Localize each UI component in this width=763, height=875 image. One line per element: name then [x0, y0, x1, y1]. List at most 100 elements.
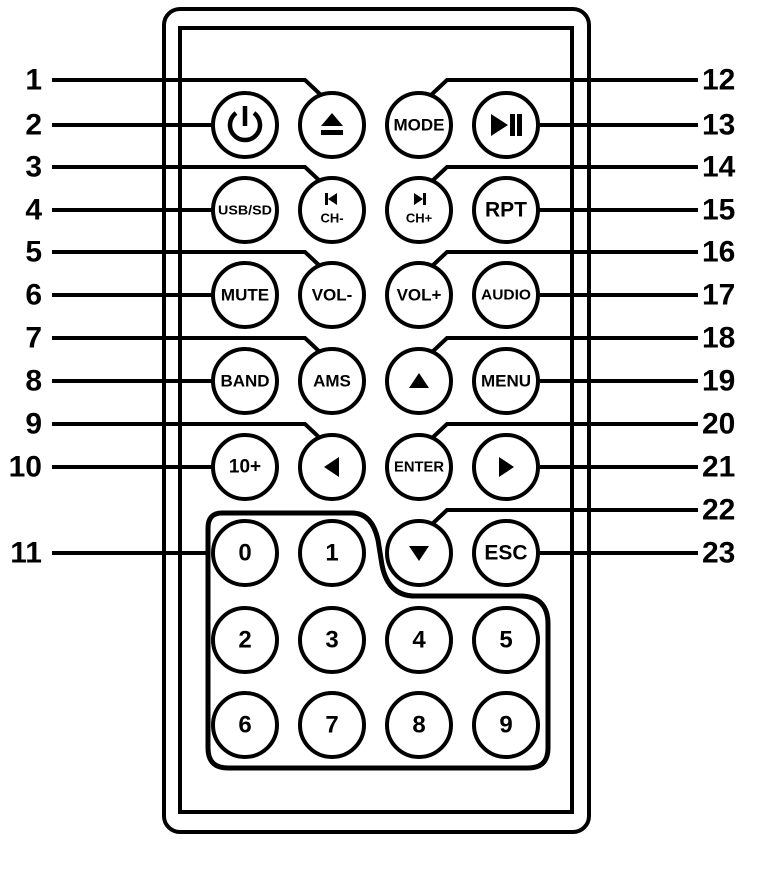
button-label: 1	[325, 540, 338, 567]
button-circle[interactable]	[298, 691, 366, 759]
button-label: 5	[499, 627, 512, 654]
ams-button[interactable]: AMS	[298, 347, 366, 415]
skip-previous-icon	[325, 193, 337, 205]
button-label: RPT	[485, 199, 527, 222]
callout-line	[52, 250, 324, 270]
up-button[interactable]	[385, 347, 453, 415]
button-circle[interactable]	[211, 691, 279, 759]
button-label: ESC	[484, 542, 527, 565]
play-pause-icon	[491, 114, 522, 136]
button-label: 3	[325, 627, 338, 654]
digit-7-button[interactable]: 7	[298, 691, 366, 759]
callout-number: 16	[702, 236, 735, 269]
arrow-left-icon	[324, 457, 339, 477]
skip-next-icon	[414, 193, 426, 205]
mode-button[interactable]: MODE	[385, 91, 453, 159]
button-circle[interactable]	[211, 519, 279, 587]
digit-5-button[interactable]: 5	[472, 606, 540, 674]
button-label: USB/SD	[218, 203, 272, 218]
callout-number: 3	[25, 151, 42, 184]
callout-line	[52, 78, 324, 98]
callout-number: 12	[702, 64, 735, 97]
ten-plus-button[interactable]: 10+	[211, 433, 279, 501]
enter-button[interactable]: ENTER	[385, 433, 453, 501]
callout-line	[428, 336, 698, 356]
button-circle[interactable]	[472, 606, 540, 674]
button-circle[interactable]	[298, 261, 366, 329]
button-circle[interactable]	[472, 519, 540, 587]
button-label: 8	[412, 712, 425, 739]
button-label: MODE	[394, 116, 445, 135]
callout-number: 10	[9, 451, 42, 484]
remote-inner-panel	[178, 26, 574, 814]
button-circle[interactable]	[298, 347, 366, 415]
power-icon	[227, 106, 263, 143]
digit-2-button[interactable]: 2	[211, 606, 279, 674]
vol-plus-button[interactable]: VOL+	[385, 261, 453, 329]
callout-number: 5	[25, 236, 42, 269]
button-circle[interactable]	[385, 433, 453, 501]
button-circle[interactable]	[211, 347, 279, 415]
digit-6-button[interactable]: 6	[211, 691, 279, 759]
digit-0-button[interactable]: 0	[211, 519, 279, 587]
button-circle[interactable]	[211, 176, 279, 244]
callout-number: 17	[702, 279, 735, 312]
callout-line	[52, 336, 324, 356]
button-circle[interactable]	[385, 91, 453, 159]
callout-number: 19	[702, 365, 735, 398]
callout-line	[428, 508, 698, 528]
button-label: 6	[238, 712, 251, 739]
eject-button[interactable]	[298, 91, 366, 159]
button-circle[interactable]	[298, 606, 366, 674]
mute-button[interactable]: MUTE	[211, 261, 279, 329]
left-button[interactable]	[298, 433, 366, 501]
power-button[interactable]	[211, 91, 279, 159]
digit-8-button[interactable]: 8	[385, 691, 453, 759]
button-circle[interactable]	[472, 176, 540, 244]
arrow-up-icon	[409, 373, 429, 388]
button-circle[interactable]	[385, 606, 453, 674]
ch-plus-button[interactable]: CH+	[385, 176, 453, 244]
callout-number: 14	[702, 151, 736, 184]
button-circle[interactable]	[385, 691, 453, 759]
menu-button[interactable]: MENU	[472, 347, 540, 415]
button-label: 4	[412, 627, 426, 654]
ch-minus-button[interactable]: CH-	[298, 176, 366, 244]
digit-9-button[interactable]: 9	[472, 691, 540, 759]
button-circle[interactable]	[211, 606, 279, 674]
callout-number: 11	[10, 537, 42, 570]
play-pause-button[interactable]	[472, 91, 540, 159]
arrow-down-icon	[409, 546, 429, 561]
callout-number: 8	[25, 365, 42, 398]
button-circle[interactable]	[385, 176, 453, 244]
rpt-button[interactable]: RPT	[472, 176, 540, 244]
button-label: BAND	[220, 372, 269, 391]
button-circle[interactable]	[385, 261, 453, 329]
callout-line	[52, 422, 324, 442]
vol-minus-button[interactable]: VOL-	[298, 261, 366, 329]
callout-number: 18	[702, 322, 735, 355]
numeric-keypad-outline	[205, 510, 551, 771]
digit-3-button[interactable]: 3	[298, 606, 366, 674]
button-label: VOL-	[312, 286, 353, 305]
button-circle[interactable]	[472, 261, 540, 329]
band-button[interactable]: BAND	[211, 347, 279, 415]
digit-1-button[interactable]: 1	[298, 519, 366, 587]
callout-number: 2	[25, 109, 42, 142]
button-circle[interactable]	[211, 433, 279, 501]
button-circle[interactable]	[298, 176, 366, 244]
right-button[interactable]	[472, 433, 540, 501]
down-button[interactable]	[385, 519, 453, 587]
button-circle[interactable]	[472, 347, 540, 415]
eject-icon	[321, 113, 343, 135]
digit-4-button[interactable]: 4	[385, 606, 453, 674]
button-circle[interactable]	[211, 261, 279, 329]
arrow-right-icon	[499, 457, 514, 477]
button-circle[interactable]	[298, 519, 366, 587]
audio-button[interactable]: AUDIO	[472, 261, 540, 329]
button-label: ENTER	[394, 459, 444, 476]
button-circle[interactable]	[472, 691, 540, 759]
usb-sd-button[interactable]: USB/SD	[211, 176, 279, 244]
esc-button[interactable]: ESC	[472, 519, 540, 587]
